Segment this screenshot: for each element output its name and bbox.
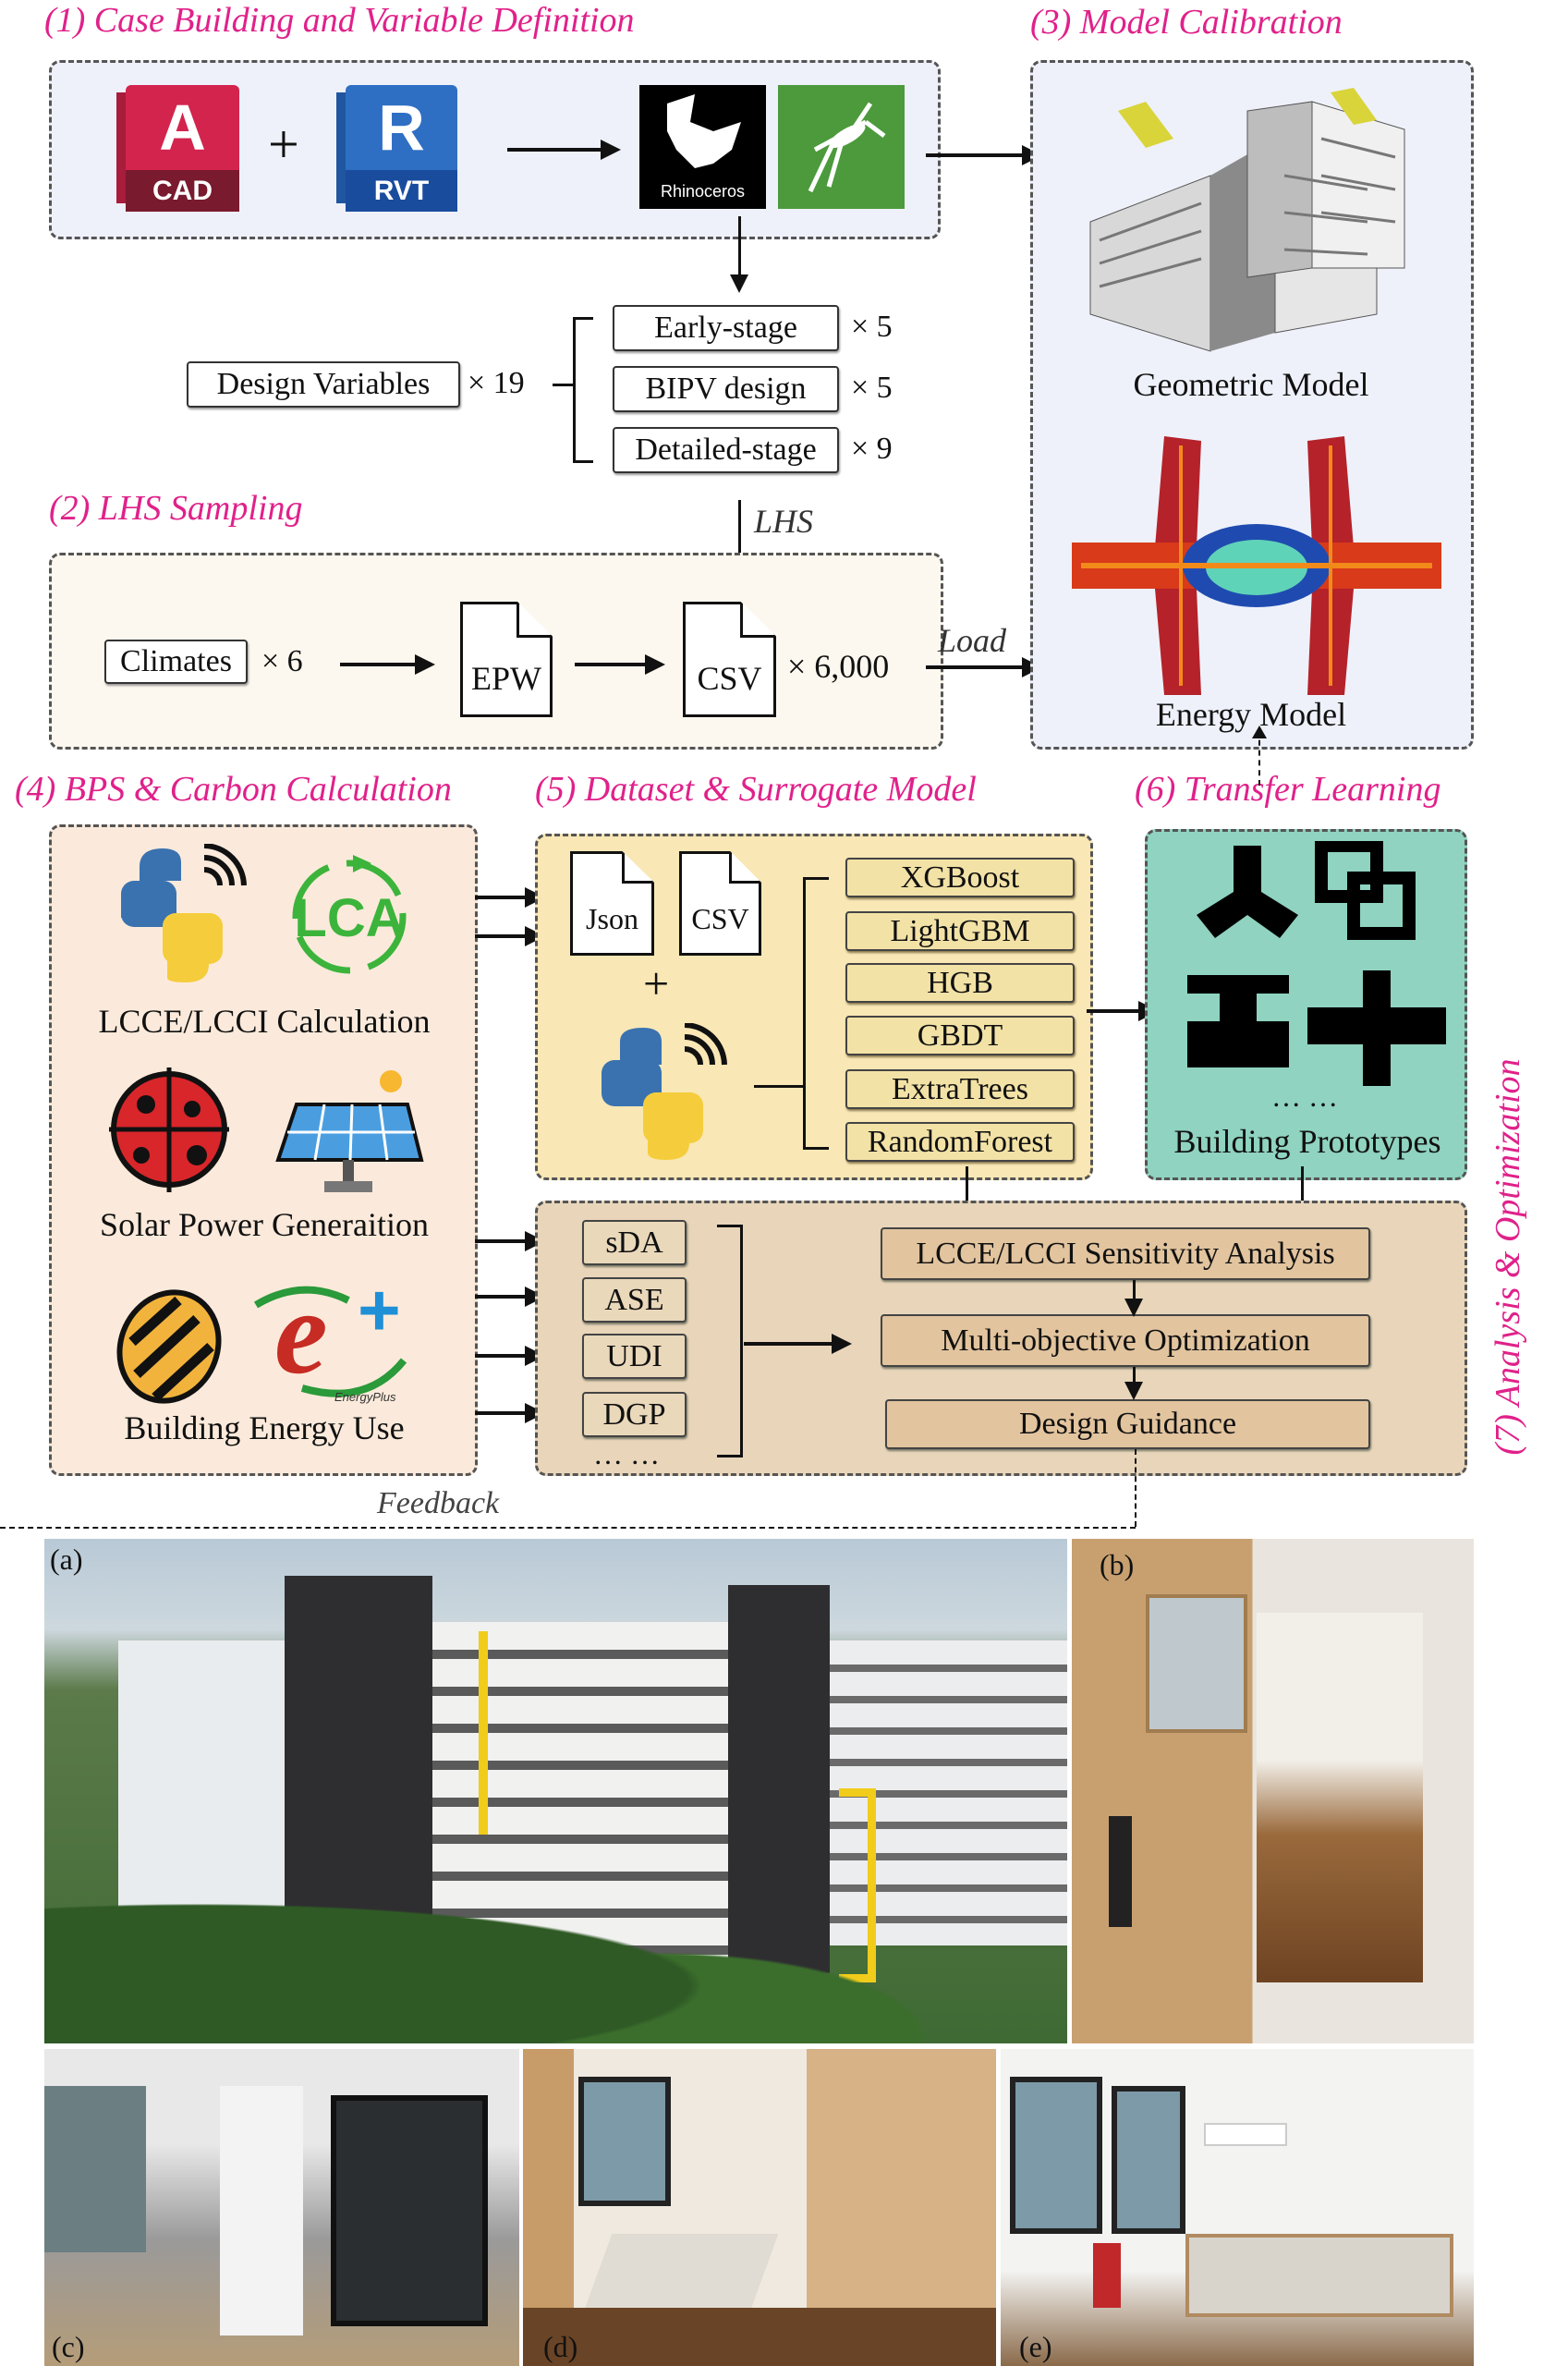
bipv-design-box: BIPV design	[613, 366, 839, 412]
model-hgb: HGB	[845, 963, 1075, 1003]
lcce-lcci-calculation-label: LCCE/LCCI Calculation	[98, 1003, 431, 1040]
section-title-transfer-learning: (6) Transfer Learning	[1135, 770, 1441, 809]
model-gbdt: GBDT	[845, 1016, 1075, 1055]
climates-count: × 6	[261, 644, 303, 678]
multi-objective-optimization-step: Multi-objective Optimization	[881, 1314, 1370, 1367]
climates-box: Climates	[104, 640, 248, 684]
section-title-analysis-optimization: (7) Analysis & Optimization	[1489, 1058, 1527, 1456]
solar-power-generation-label: Solar Power Generaition	[100, 1206, 429, 1243]
section-title-case-building: (1) Case Building and Variable Definitio…	[44, 1, 635, 40]
energy-model-label: Energy Model	[1155, 696, 1347, 733]
design-guidance-step: Design Guidance	[885, 1399, 1370, 1449]
photo-label-e: (e)	[1019, 2330, 1052, 2363]
building-prototypes-icons	[1187, 841, 1446, 1086]
model-extratrees: ExtraTrees	[845, 1069, 1075, 1109]
design-variables-count: × 19	[468, 366, 525, 400]
photo-label-c: (c)	[52, 2330, 85, 2363]
solar-panel-icon	[275, 1070, 424, 1192]
photo-dorm-room-bed: (e)	[1001, 2049, 1474, 2366]
metric-dgp: DGP	[582, 1392, 687, 1437]
section-title-bps-carbon: (4) BPS & Carbon Calculation	[15, 770, 452, 809]
early-stage-count: × 5	[851, 310, 893, 344]
plus-sign: +	[268, 114, 299, 175]
photo-label-b: (b)	[1100, 1548, 1135, 1581]
photo-corridor-door: (b)	[1072, 1539, 1474, 2043]
dataset-plus-sign: +	[643, 957, 670, 1009]
photo-dorm-room-desk: (d)	[523, 2049, 996, 2366]
section-title-model-calibration: (3) Model Calibration	[1030, 3, 1343, 42]
honeybee-icon	[116, 1289, 222, 1404]
metrics-ellipsis: … …	[593, 1437, 660, 1470]
json-file-icon: Json	[570, 851, 654, 956]
photo-building-exterior: (a)	[44, 1539, 1067, 2043]
csv-count: × 6,000	[787, 648, 890, 685]
lhs-arrow-label: LHS	[754, 503, 814, 540]
rhinoceros-icon: Rhinoceros	[639, 85, 766, 209]
bipv-design-count: × 5	[851, 371, 893, 405]
metric-udi: UDI	[582, 1334, 687, 1379]
geometric-model-image	[1089, 88, 1405, 352]
prototypes-ellipsis: … …	[1271, 1079, 1338, 1113]
detailed-stage-box: Detailed-stage	[613, 427, 839, 473]
building-energy-use-label: Building Energy Use	[124, 1409, 405, 1446]
model-xgboost: XGBoost	[845, 858, 1075, 897]
grasshopper-icon	[778, 85, 905, 209]
photo-label-d: (d)	[543, 2330, 578, 2363]
early-stage-box: Early-stage	[613, 305, 839, 351]
metric-sda: sDA	[582, 1220, 687, 1265]
metric-ase: ASE	[582, 1277, 687, 1323]
model-lightgbm: LightGBM	[845, 911, 1075, 951]
python-icon	[121, 844, 247, 982]
geometric-model-label: Geometric Model	[1133, 366, 1369, 403]
revit-icon: R RVT	[336, 85, 457, 212]
lca-icon: LCA	[284, 850, 415, 980]
section-title-dataset-surrogate: (5) Dataset & Surrogate Model	[535, 770, 977, 809]
building-prototypes-label: Building Prototypes	[1173, 1123, 1441, 1160]
autocad-icon: A CAD	[116, 85, 239, 212]
photo-label-a: (a)	[50, 1543, 83, 1576]
energy-model-image	[1072, 436, 1441, 695]
model-randomforest: RandomForest	[845, 1122, 1075, 1162]
epw-file-icon: EPW	[460, 602, 553, 717]
python-ml-icon	[602, 1023, 727, 1160]
load-arrow-label: Load	[938, 622, 1007, 659]
sensitivity-analysis-step: LCCE/LCCI Sensitivity Analysis	[881, 1227, 1370, 1280]
detailed-stage-count: × 9	[851, 432, 893, 466]
ladybug-icon	[109, 1067, 229, 1192]
energyplus-icon: e + EnergyPlus	[247, 1266, 418, 1407]
section-title-lhs-sampling: (2) LHS Sampling	[49, 489, 303, 528]
photo-common-area: (c)	[44, 2049, 519, 2366]
feedback-label: Feedback	[377, 1486, 500, 1520]
design-variables-box: Design Variables	[187, 361, 460, 408]
